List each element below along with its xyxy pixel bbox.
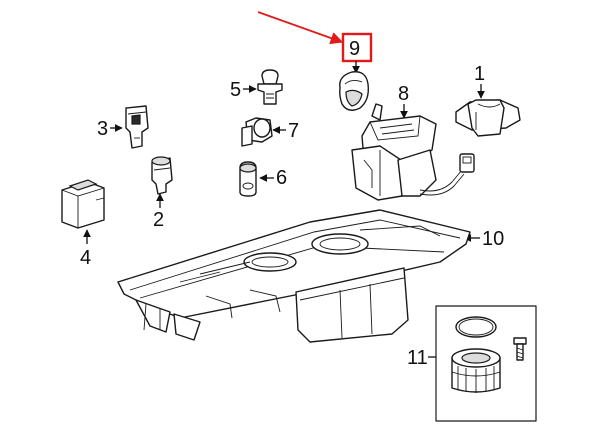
callout-6-label[interactable]: 6 (276, 167, 287, 189)
callout-9-label[interactable]: 9 (349, 38, 360, 60)
socket-part-6[interactable] (239, 161, 257, 197)
red-pointer-arrow (257, 11, 344, 45)
switch-part-3[interactable] (125, 105, 149, 149)
module-part-4[interactable] (61, 179, 105, 229)
shifter-assembly-part[interactable] (351, 103, 475, 201)
callout-1-label[interactable]: 1 (474, 63, 485, 85)
connector-part-7[interactable] (241, 117, 273, 147)
callout-8-label[interactable]: 8 (398, 83, 409, 105)
callout-10-label[interactable]: 10 (482, 228, 504, 250)
callout-7-label[interactable]: 7 (288, 120, 299, 142)
callout-11-label[interactable]: 11 (407, 347, 428, 369)
console-base-part[interactable] (117, 209, 471, 343)
callout-2-label[interactable]: 2 (153, 209, 164, 231)
kit-parts-11[interactable] (451, 316, 527, 393)
callout-5-label[interactable]: 5 (230, 79, 241, 101)
shift-knob-part[interactable] (339, 71, 370, 111)
switch-part-2[interactable] (151, 156, 173, 195)
callout-3-label[interactable]: 3 (97, 118, 108, 140)
callout-9-highlight-box (341, 32, 373, 63)
clip-part-5[interactable] (257, 69, 283, 105)
callout-4-label[interactable]: 4 (80, 247, 91, 269)
bracket-cup-part[interactable] (455, 99, 521, 137)
